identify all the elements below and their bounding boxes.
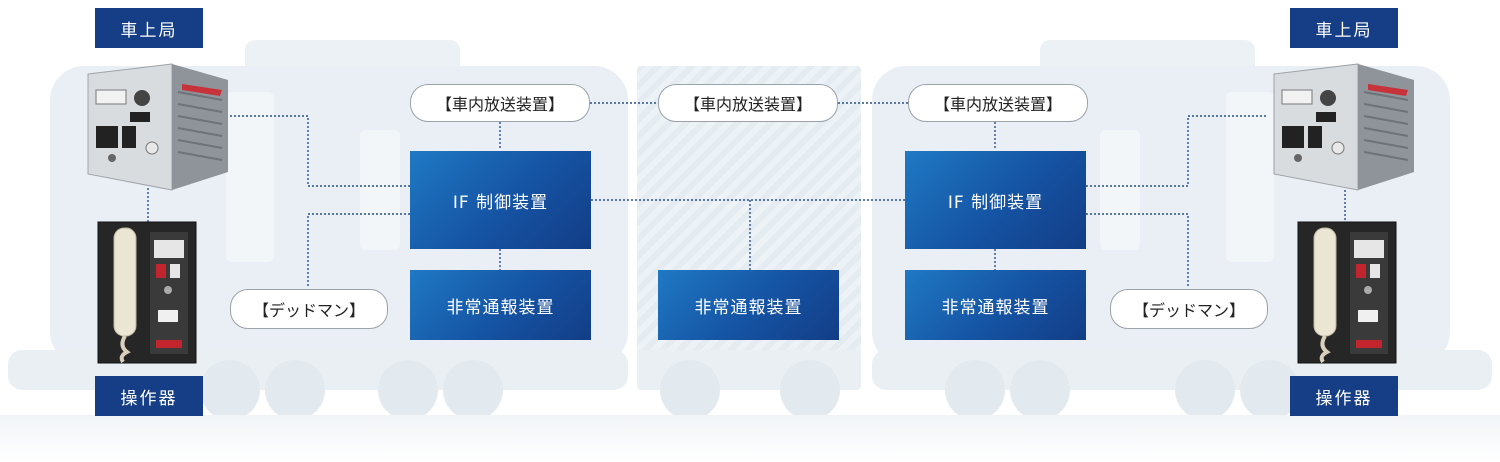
wheel [1010,360,1070,420]
handset-operator-icon [97,221,197,364]
ground-shadow [0,415,1500,462]
wheel [200,360,260,420]
window [360,130,400,250]
wheel [945,360,1005,420]
onboard-radio-device-icon [87,63,228,191]
deadman-label-left: 【デッドマン】 [230,289,388,329]
wheel [660,360,720,420]
emergency-device-center: 非常通報装置 [658,270,839,340]
window [226,92,274,262]
operator-label-right: 操作器 [1290,376,1398,416]
wheel [780,360,840,420]
onboard-station-label-right: 車上局 [1290,8,1398,48]
onboard-radio-device-icon [1273,63,1414,191]
if-controller-left: IF 制御装置 [410,151,591,249]
onboard-station-label-left: 車上局 [95,8,203,48]
pa-system-label-right: 【車内放送装置】 [908,84,1088,122]
wheel [265,360,325,420]
window [1100,130,1140,250]
pa-system-label-center: 【車内放送装置】 [658,84,838,122]
wheel [443,360,503,420]
wheel [378,360,438,420]
wheel [1175,360,1235,420]
pa-system-label-left: 【車内放送装置】 [410,84,590,122]
if-controller-right: IF 制御装置 [905,151,1086,249]
window [1226,92,1274,262]
emergency-device-left: 非常通報装置 [410,270,591,340]
emergency-device-right: 非常通報装置 [905,270,1086,340]
operator-label-left: 操作器 [95,376,203,416]
deadman-label-right: 【デッドマン】 [1110,289,1268,329]
handset-operator-icon [1297,221,1397,364]
